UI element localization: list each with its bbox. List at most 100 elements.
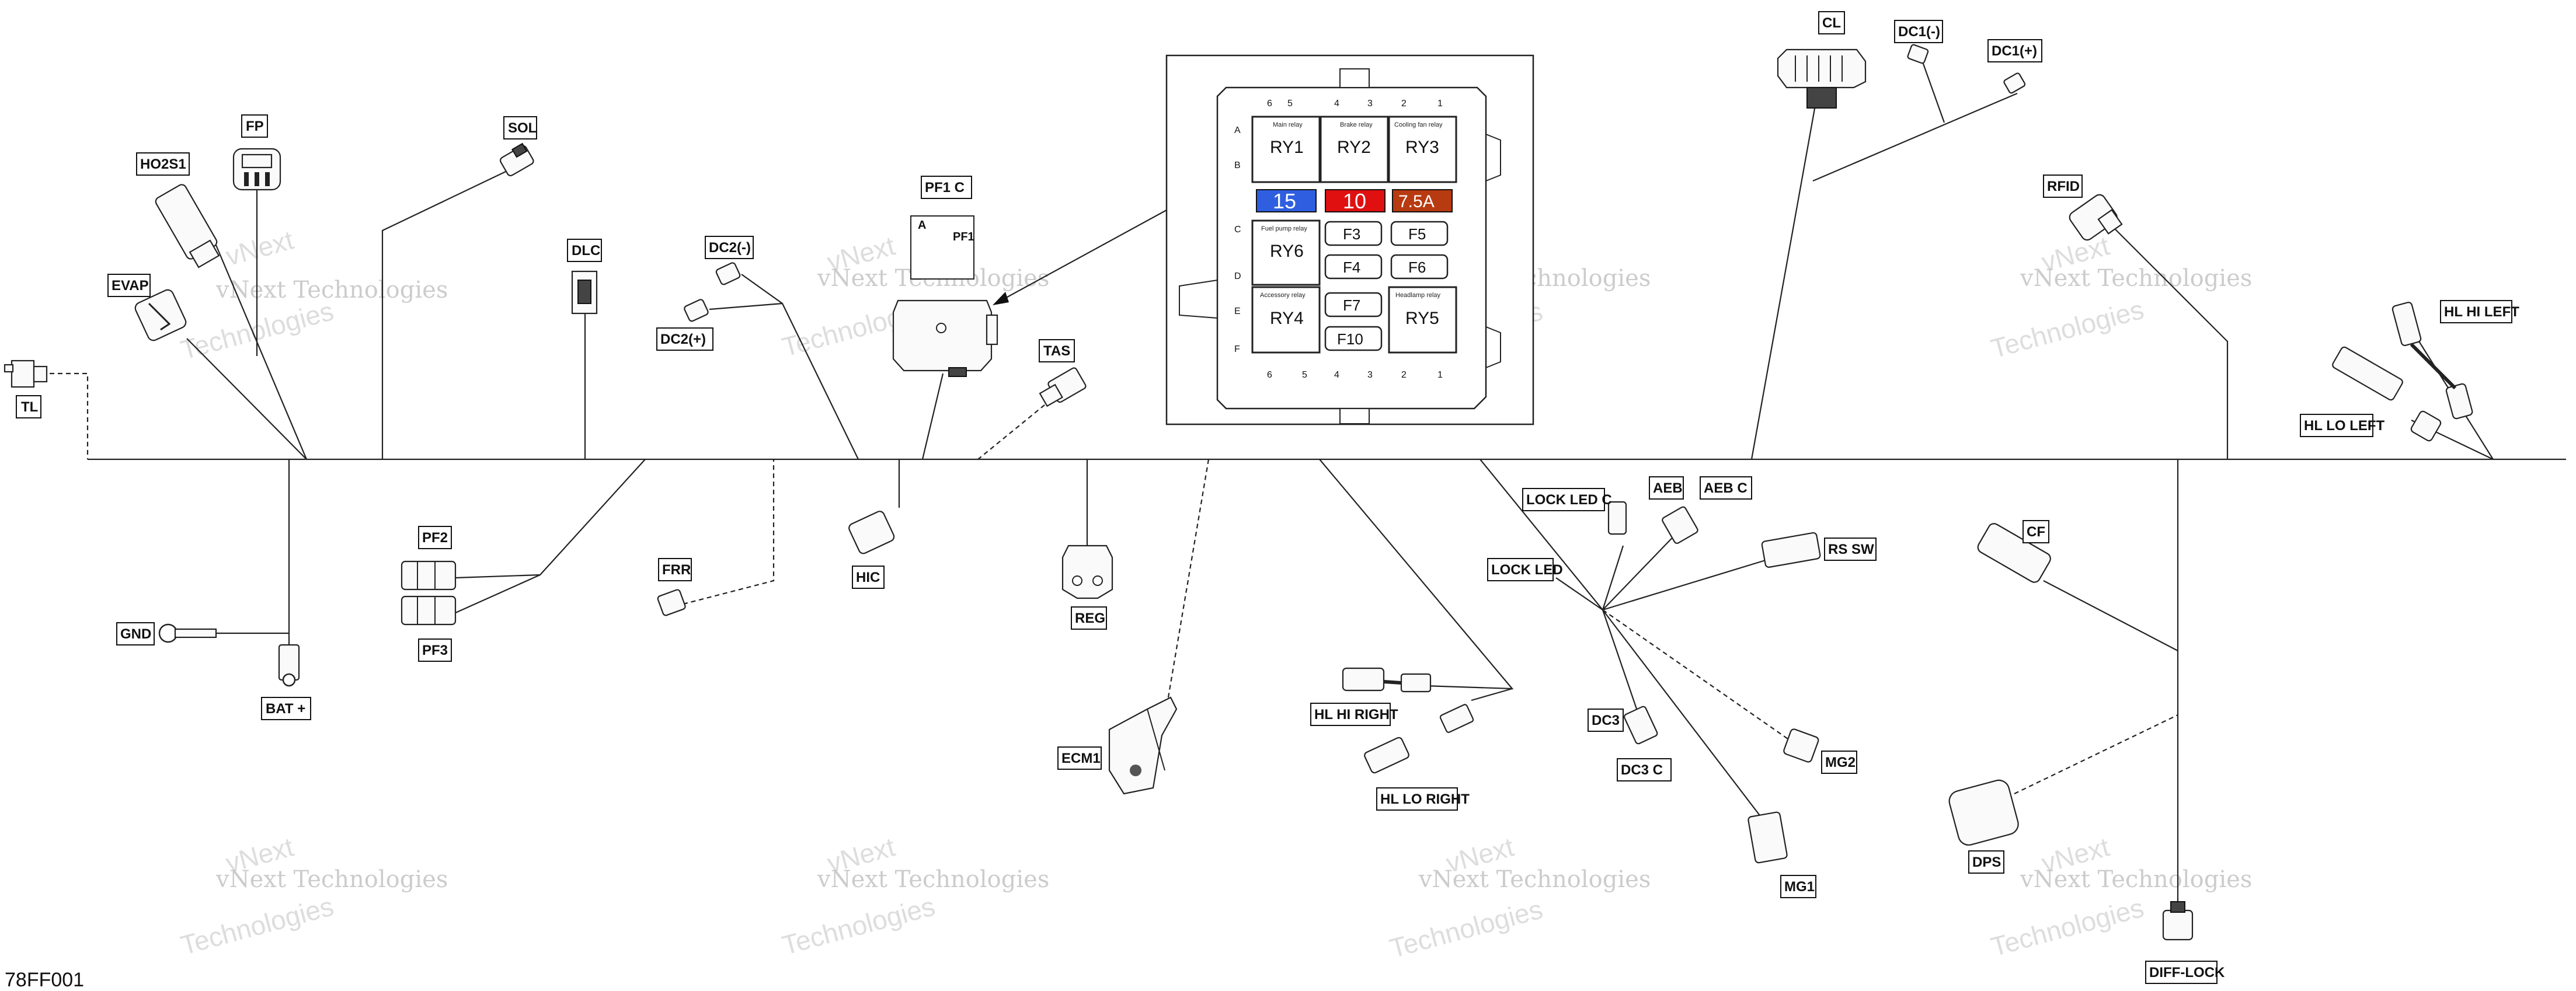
relay-ry3[interactable]: Cooling fan relay RY3 xyxy=(1388,116,1457,183)
relay-ry3-label: RY3 xyxy=(1405,138,1439,157)
label-dc3-c: DC3 C xyxy=(1617,758,1672,781)
connector-dps[interactable] xyxy=(1947,778,2021,847)
label-dps: DPS xyxy=(1968,850,2004,874)
dc3-wire xyxy=(1602,609,1642,721)
fuse-7-5a[interactable]: 7.5A xyxy=(1392,189,1453,212)
fuse-f3-body xyxy=(1324,221,1383,246)
connector-lock-led-c[interactable] xyxy=(1607,501,1627,535)
connector-gnd[interactable] xyxy=(158,623,217,643)
connector-dlc[interactable] xyxy=(571,270,598,315)
connector-fp-pin-3 xyxy=(265,172,270,186)
label-dc3-box xyxy=(1588,709,1624,732)
connector-ecm1-body xyxy=(1108,696,1178,795)
tas-wire xyxy=(977,399,1052,460)
col-top-5: 5 xyxy=(1287,99,1293,109)
fuse-f10-label: F10 xyxy=(1337,330,1363,348)
connector-cf-body xyxy=(1977,523,2051,583)
fuse-f6[interactable]: F6 xyxy=(1390,254,1449,280)
connector-hl-lo-left[interactable] xyxy=(2331,346,2442,442)
relay-ry2[interactable]: Brake relay RY2 xyxy=(1320,116,1389,183)
label-dps-box xyxy=(1968,850,2004,874)
connector-tl[interactable] xyxy=(4,360,48,388)
connector-cf[interactable] xyxy=(1976,522,2052,585)
fuse-f7[interactable]: F7 xyxy=(1324,292,1383,317)
connector-dc3-body xyxy=(1624,706,1658,745)
connector-tas[interactable] xyxy=(1039,367,1087,407)
watermark-1: vNext vNext Technologies Technologies xyxy=(177,224,448,365)
watermark-7: vNext vNext Technologies Technologies xyxy=(1387,831,1651,964)
label-dc3: DC3 xyxy=(1588,709,1624,732)
connector-pf1[interactable]: A PF1 xyxy=(892,215,998,377)
connector-dc1-plus[interactable] xyxy=(2003,72,2026,94)
watermark-text-7: vNext Technologies xyxy=(1418,866,1651,893)
relay-ry3-body xyxy=(1388,116,1457,183)
connector-dc3[interactable] xyxy=(1623,706,1658,745)
connector-reg[interactable] xyxy=(1061,545,1113,599)
label-dc1-minus-box xyxy=(1894,20,1943,43)
label-gnd: GND xyxy=(116,622,155,645)
fuse-f4[interactable]: F4 xyxy=(1324,254,1383,280)
connector-dc2-minus[interactable] xyxy=(715,262,741,285)
fuse-f10[interactable]: F10 xyxy=(1324,326,1383,351)
col-top-1: 1 xyxy=(1437,99,1443,109)
connector-hl-lo-right[interactable] xyxy=(1363,704,1474,774)
dc1-plus-wire xyxy=(1812,92,2018,182)
connector-frr[interactable] xyxy=(657,589,686,616)
label-bat-plus: BAT + xyxy=(261,697,311,720)
relay-ry6[interactable]: Fuel pump relay RY6 xyxy=(1251,219,1321,286)
label-cl: CL xyxy=(1818,11,1845,34)
connector-dc2-plus[interactable] xyxy=(684,299,709,322)
connector-evap[interactable] xyxy=(133,288,187,342)
connector-rs-sw[interactable] xyxy=(1761,532,1821,568)
label-pf2-box xyxy=(418,526,452,549)
connector-cl[interactable] xyxy=(1777,48,1867,109)
connector-dlc-body xyxy=(571,270,598,315)
fuse-box: 6 5 4 3 2 1 6 5 4 3 2 1 A B C D E F Main… xyxy=(993,54,1534,425)
connector-hl-hi-left[interactable] xyxy=(2391,302,2473,420)
fuse-10a-value: 10 xyxy=(1343,189,1366,213)
label-pf3-box xyxy=(418,638,452,662)
fuse-f3[interactable]: F3 xyxy=(1324,221,1383,246)
connector-ho2s1[interactable] xyxy=(154,183,220,268)
connector-tl-boot xyxy=(33,365,48,383)
fuse-10a[interactable]: 10 xyxy=(1325,189,1386,213)
connector-pf3[interactable] xyxy=(401,595,457,626)
connector-hl-hi-right[interactable] xyxy=(1342,667,1432,693)
connector-pf2[interactable] xyxy=(401,560,457,591)
label-dps-text: DPS xyxy=(1972,854,2001,870)
connector-mg1[interactable] xyxy=(1747,811,1788,864)
col-top-6: 6 xyxy=(1267,99,1272,109)
label-hl-lo-left: HL LO LEFT xyxy=(2300,414,2385,437)
connector-dc1-minus[interactable] xyxy=(1907,44,1929,64)
label-lock-led-box xyxy=(1487,558,1554,581)
connector-ecm1-seal xyxy=(1130,765,1141,776)
relay-ry4[interactable]: Accessory relay RY4 xyxy=(1251,286,1321,354)
connector-diff-lock[interactable] xyxy=(2162,901,2194,941)
relay-ry5[interactable]: Headlamp relay RY5 xyxy=(1388,286,1457,354)
label-dlc-text: DLC xyxy=(572,243,600,259)
connector-fp[interactable] xyxy=(232,148,281,191)
relay-ry1[interactable]: Main relay RY1 xyxy=(1251,116,1321,183)
cl-wire xyxy=(1750,102,1817,460)
connector-rfid[interactable] xyxy=(2067,193,2123,242)
connector-bat-plus[interactable] xyxy=(278,644,300,687)
label-reg-box xyxy=(1071,606,1107,630)
connector-dc1-minus-body xyxy=(1907,44,1929,64)
fuse-box-bottom-tab xyxy=(1339,408,1370,424)
label-hl-lo-left-box xyxy=(2300,414,2373,437)
fuse-box-left-clip xyxy=(1179,280,1218,319)
label-lock-led: LOCK LED xyxy=(1487,558,1563,581)
label-tas-text: TAS xyxy=(1043,343,1070,359)
connector-sol[interactable] xyxy=(499,142,535,177)
rfid-wire xyxy=(2113,227,2229,459)
fuse-f5[interactable]: F5 xyxy=(1390,221,1449,246)
connector-ecm1[interactable] xyxy=(1108,696,1178,795)
fuse-15a[interactable]: 15 xyxy=(1256,189,1317,213)
label-aeb-box xyxy=(1649,476,1684,500)
sol-wire xyxy=(381,166,517,459)
connector-mg2[interactable] xyxy=(1783,728,1819,763)
connector-aeb[interactable] xyxy=(1661,506,1698,545)
connector-fp-latch xyxy=(241,153,273,169)
connector-sol-latch xyxy=(511,142,528,158)
connector-hic[interactable] xyxy=(848,510,896,555)
